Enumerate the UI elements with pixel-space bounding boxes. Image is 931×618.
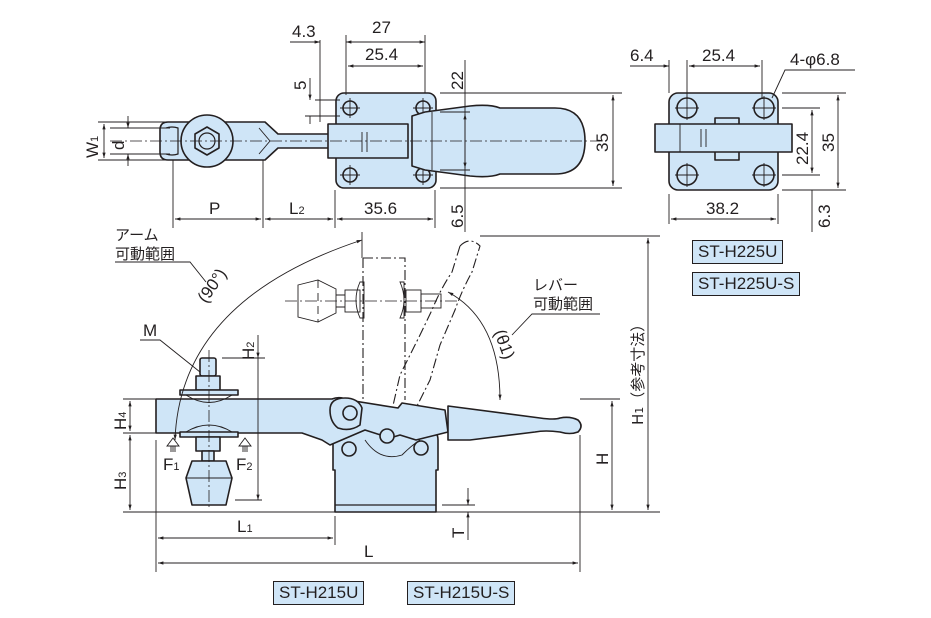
model-badge-st-h225u-s: ST-H225U-S [692, 272, 801, 296]
dim-35: 35 [593, 133, 612, 152]
dim-35-end: 35 [819, 133, 838, 152]
label-l1: L1 [237, 517, 253, 536]
dim-22-4: 22.4 [793, 132, 812, 165]
label-t: T [449, 528, 468, 538]
lever-range-arc [447, 291, 502, 401]
arm-angle: (90°) [194, 265, 231, 306]
force-arrow-f1-icon [166, 437, 180, 452]
end-mounting-holes [675, 96, 776, 187]
dim-holes: 4-φ6.8 [790, 50, 840, 69]
dim-6-3: 6.3 [815, 204, 834, 228]
label-h4: H4 [111, 412, 130, 430]
dim-4-3: 4.3 [292, 22, 316, 41]
label-f1: F1 [163, 455, 180, 474]
label-h2: H2 [239, 342, 258, 360]
label-l2: L2 [289, 199, 305, 218]
end-view: 6.4 25.4 4-φ6.8 22.4 35 6.3 38.2 [630, 46, 855, 232]
force-arrow-f2-icon [238, 437, 252, 452]
dim-35-6: 35.6 [364, 199, 397, 218]
label-h: H [593, 453, 612, 465]
label-h1: H1（参考寸法） [629, 317, 647, 425]
label-p: P [209, 199, 220, 218]
end-arm [654, 123, 793, 153]
top-view: 4.3 27 25.4 5 22 6.5 35 W1 d [83, 18, 622, 232]
arm-range-label-1: アーム [115, 226, 159, 244]
arm-range-label-2: 可動範囲 [115, 245, 175, 263]
lever-handle-side [447, 405, 582, 441]
side-view: アーム 可動範囲 (90°) レバー 可動範囲 (θ1) M H2 H4 H3 … [111, 226, 660, 572]
spindle-tip [199, 357, 217, 377]
dim-6-4: 6.4 [630, 46, 654, 65]
model-badge-st-h225u: ST-H225U [692, 240, 784, 264]
lever-range-label-2: 可動範囲 [533, 295, 593, 313]
mounting-holes [340, 98, 433, 185]
dim-25-4: 25.4 [365, 45, 398, 64]
model-badge-st-h215u-s: ST-H215U-S [407, 581, 516, 605]
label-m: M [143, 321, 157, 340]
arm-range-arc [173, 239, 363, 441]
dim-6-5: 6.5 [448, 204, 467, 228]
dim-25-4-end: 25.4 [702, 46, 735, 65]
label-w1: W1 [83, 136, 102, 158]
label-d: d [109, 141, 128, 150]
dim-38-2: 38.2 [706, 199, 739, 218]
label-l: L [364, 542, 373, 561]
model-badge-st-h215u: ST-H215U [273, 581, 365, 605]
dim-27: 27 [372, 18, 391, 37]
dim-22: 22 [448, 71, 467, 90]
lever-range-label-1: レバー [533, 276, 578, 294]
label-f2: F2 [236, 455, 253, 474]
dim-5: 5 [291, 81, 310, 90]
label-h3: H3 [111, 472, 130, 490]
